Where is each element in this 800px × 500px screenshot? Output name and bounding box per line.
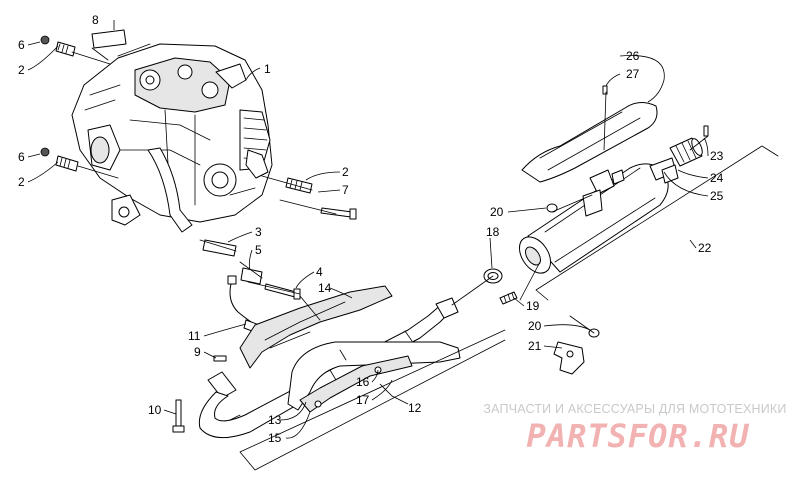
callout-label: 16 bbox=[356, 375, 370, 389]
decal bbox=[91, 29, 127, 49]
front-heat-shield bbox=[239, 285, 393, 369]
hardware bbox=[40, 35, 357, 433]
callout-label: 11 bbox=[188, 329, 201, 343]
spark-arrester bbox=[661, 125, 709, 184]
leader-lines bbox=[27, 20, 709, 439]
callout-label: 5 bbox=[255, 243, 262, 257]
watermark-logo: PARTSFOR.RU bbox=[526, 417, 750, 455]
callout-label: 15 bbox=[268, 431, 282, 445]
callout-label: 24 bbox=[710, 171, 724, 185]
exhaust-header-pipe bbox=[198, 297, 459, 439]
callout-label: 14 bbox=[318, 281, 332, 295]
callout-label: 13 bbox=[268, 413, 282, 427]
callout-label: 12 bbox=[408, 401, 422, 415]
callout-label: 22 bbox=[698, 241, 712, 255]
engine-assembly bbox=[71, 43, 273, 233]
callout-label: 18 bbox=[486, 225, 500, 239]
callout-labels: 1 2 2 2 3 4 5 6 6 7 8 9 10 11 12 13 14 1… bbox=[18, 13, 724, 445]
callout-label: 17 bbox=[356, 393, 370, 407]
group-bracket-22 bbox=[535, 145, 779, 301]
callout-label: 21 bbox=[528, 339, 542, 353]
watermark-caption: ЗАПЧАСТИ И АКСЕССУАРЫ ДЛЯ МОТОТЕХНИКИ bbox=[483, 402, 787, 416]
callout-label: 20 bbox=[490, 205, 504, 219]
callout-label: 6 bbox=[18, 38, 25, 52]
callout-label: 3 bbox=[255, 225, 262, 239]
callout-label: 4 bbox=[316, 265, 323, 279]
exploded-view-guides bbox=[71, 43, 709, 334]
callout-label: 2 bbox=[18, 63, 25, 77]
group-bracket-12 bbox=[239, 329, 506, 471]
callout-label: 25 bbox=[710, 189, 724, 203]
callout-label: 23 bbox=[710, 149, 724, 163]
callout-label: 8 bbox=[92, 13, 99, 27]
callout-label: 27 bbox=[626, 67, 640, 81]
exhaust-mid-pipe bbox=[287, 341, 461, 413]
callout-label: 10 bbox=[148, 403, 162, 417]
callout-label: 9 bbox=[194, 345, 201, 359]
callout-label: 7 bbox=[342, 183, 349, 197]
callout-label: 19 bbox=[526, 299, 540, 313]
callout-label: 26 bbox=[626, 49, 640, 63]
callout-label: 2 bbox=[18, 175, 25, 189]
callout-label: 20 bbox=[528, 319, 542, 333]
muffler-bracket bbox=[553, 341, 585, 375]
callout-label: 6 bbox=[18, 150, 25, 164]
callout-label: 2 bbox=[342, 165, 349, 179]
muffler-heat-shield bbox=[521, 85, 658, 183]
callout-label: 1 bbox=[264, 62, 271, 76]
